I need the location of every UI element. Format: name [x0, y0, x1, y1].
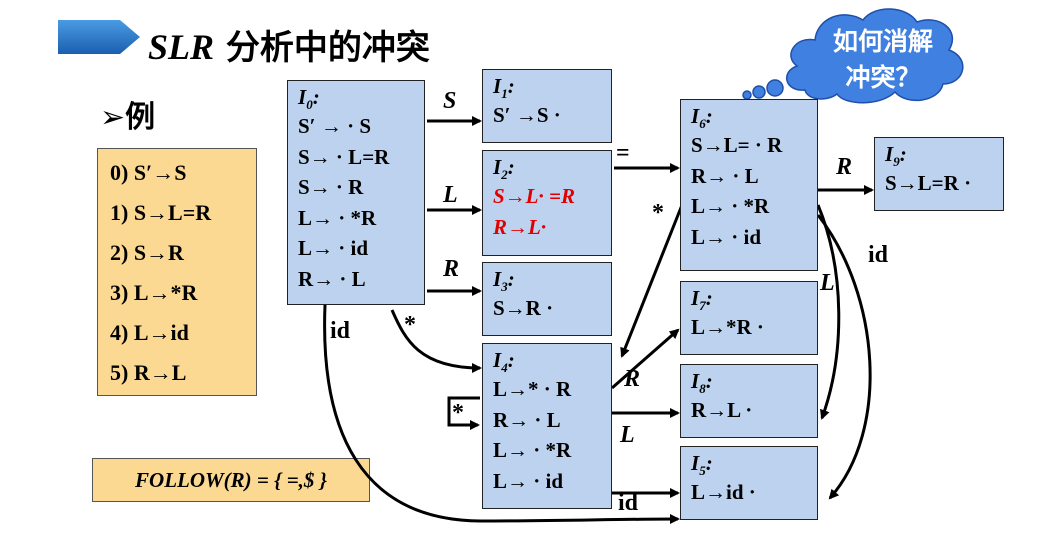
- state-I7: I7: L→*R ·: [680, 281, 818, 355]
- state-name: I4:: [493, 348, 515, 376]
- edge-I0-I5-id: [323, 304, 680, 525]
- state-I0: I0: S′ → · S S→ · L=R S→ · R L→ · *R L→ …: [287, 80, 425, 305]
- lr-item: L→ · id: [691, 224, 762, 249]
- state-name: I2:: [493, 155, 515, 183]
- lr-item: S→ · L=R: [298, 144, 390, 169]
- follow-set-box: FOLLOW(R) = { =,$ }: [92, 458, 370, 502]
- lr-item: R→ · L: [493, 407, 561, 432]
- edge-label: L: [820, 270, 835, 296]
- production: 3) L→*R: [110, 280, 198, 305]
- edge-label: *: [652, 200, 664, 226]
- state-name: I5:: [691, 451, 713, 479]
- edge-label: *: [452, 400, 464, 426]
- edge-label: R: [624, 366, 641, 392]
- lr-item: L→ · *R: [298, 205, 377, 230]
- state-I1: I1: S′ →S ·: [482, 69, 612, 143]
- title-arrow-icon: [58, 20, 140, 54]
- state-name: I3:: [493, 267, 515, 295]
- cloud-text: 如何消解 冲突？: [808, 24, 958, 96]
- lr-item-conflict: S→L· =R: [493, 184, 575, 208]
- edge-label: id: [618, 490, 639, 516]
- cloud-line-1: 如何消解: [832, 27, 933, 56]
- state-name: I9:: [885, 142, 907, 170]
- thought-cloud-icon: [742, 8, 964, 104]
- edge-I6-I4: [620, 204, 684, 358]
- state-name: I1:: [493, 74, 515, 102]
- lr-item: L→id ·: [691, 480, 756, 504]
- edge-I4-self: [447, 396, 480, 430]
- lr-item: L→* · R: [493, 377, 572, 401]
- lr-item: L→ · *R: [691, 194, 770, 218]
- edge-label: id: [868, 242, 889, 268]
- lr-item: S→R ·: [493, 296, 554, 320]
- state-name: I6:: [691, 104, 713, 132]
- lr-item: R→ · L: [691, 163, 759, 188]
- edge-I4-I7: [611, 328, 680, 390]
- lr-item: L→ · *R: [493, 438, 572, 462]
- lr-item: L→ · id: [298, 236, 369, 260]
- production: 5) R→L: [110, 360, 187, 385]
- edge-label: S: [443, 88, 457, 114]
- state-I4: I4: L→* · R R→ · L L→ · *R L→ · id: [482, 343, 612, 509]
- lr-item: R→L ·: [691, 398, 753, 422]
- state-I5: I5: L→id ·: [680, 446, 818, 520]
- lr-item: L→ · id: [493, 468, 564, 493]
- lr-item: S→ · R: [298, 175, 364, 199]
- edge-label: R: [836, 154, 853, 180]
- edge-label: *: [404, 312, 416, 338]
- edge-I6-I5: [816, 214, 872, 500]
- edge-label: =: [616, 140, 630, 166]
- title-prefix: SLR: [148, 27, 215, 67]
- state-I8: I8: R→L ·: [680, 364, 818, 438]
- production: 0) S′→S: [110, 160, 187, 185]
- state-name: I8:: [691, 369, 713, 397]
- state-I3: I3: S→R ·: [482, 262, 612, 336]
- lr-item: S′ → · S: [298, 114, 372, 138]
- edge-I6-I8: [816, 204, 841, 420]
- title-main: 分析中的冲突: [225, 28, 430, 68]
- edge-label: R: [443, 256, 460, 282]
- production: 2) S→R: [110, 240, 184, 265]
- state-I2: I2: S→L· =R R→L·: [482, 150, 612, 256]
- lr-item: R→ · L: [298, 266, 366, 291]
- state-I9: I9: S→L=R ·: [874, 137, 1004, 211]
- edge-I0-I4: [390, 309, 482, 373]
- example-label: ➢例: [100, 100, 156, 135]
- lr-item-conflict: R→L·: [493, 214, 547, 239]
- lr-item: S→L=R ·: [885, 171, 972, 195]
- page-title: SLR 分析中的冲突: [148, 20, 430, 69]
- production: 1) S→L=R: [110, 200, 212, 225]
- edge-label: id: [330, 318, 351, 344]
- production: 4) L→id: [110, 320, 189, 345]
- lr-item: L→*R ·: [691, 315, 764, 339]
- edge-label: L: [620, 422, 635, 448]
- edge-label: L: [443, 182, 458, 208]
- lr-item: S′ →S ·: [493, 103, 561, 127]
- state-name: I7:: [691, 286, 713, 314]
- cloud-line-2: 冲突？: [845, 63, 921, 92]
- grammar-box: 0) S′→S 1) S→L=R 2) S→R 3) L→*R 4) L→id …: [97, 148, 257, 396]
- state-I6: I6: S→L= · R R→ · L L→ · *R L→ · id: [680, 99, 818, 271]
- lr-item: S→L= · R: [691, 133, 783, 157]
- state-name: I0:: [298, 85, 320, 113]
